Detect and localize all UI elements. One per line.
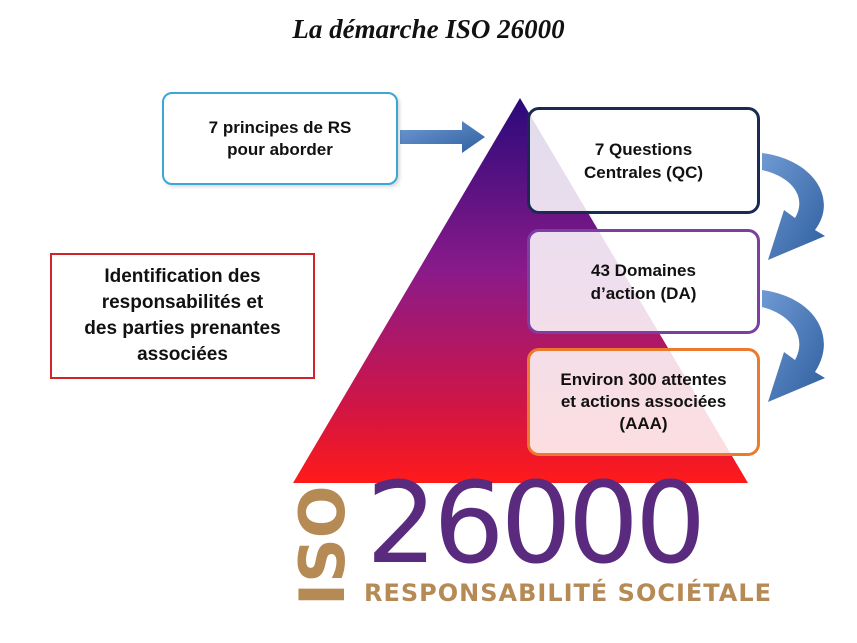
level-box-qc: 7 Questions Centrales (QC) [527,107,760,214]
iso-logo-mark: ISO [286,488,359,606]
principles-label: 7 principes de RS pour aborder [208,117,352,159]
identification-box: Identification des responsabilités et de… [50,253,315,379]
level-label-qc: 7 Questions Centrales (QC) [583,139,704,182]
page-title: La démarche ISO 26000 [292,14,565,44]
level-box-da: 43 Domaines d’action (DA) [527,229,760,334]
identification-label: Identification des responsabilités et de… [84,266,281,365]
logo-number: 26000 [366,459,706,589]
logo-iso-text: ISO [286,488,359,606]
curved-arrow-qc-da-icon [762,153,825,260]
logo-subtitle: RESPONSABILITÉ SOCIÉTALE [364,579,773,607]
arrow-to-pyramid-icon [400,121,485,153]
curved-arrow-da-aaa-icon [762,290,825,402]
level-label-da: 43 Domaines d’action (DA) [590,260,697,303]
level-box-aaa: Environ 300 attentes et actions associée… [527,348,760,456]
level-label-aaa: Environ 300 attentes et actions associée… [560,370,727,433]
principles-box: 7 principes de RS pour aborder [162,92,398,185]
